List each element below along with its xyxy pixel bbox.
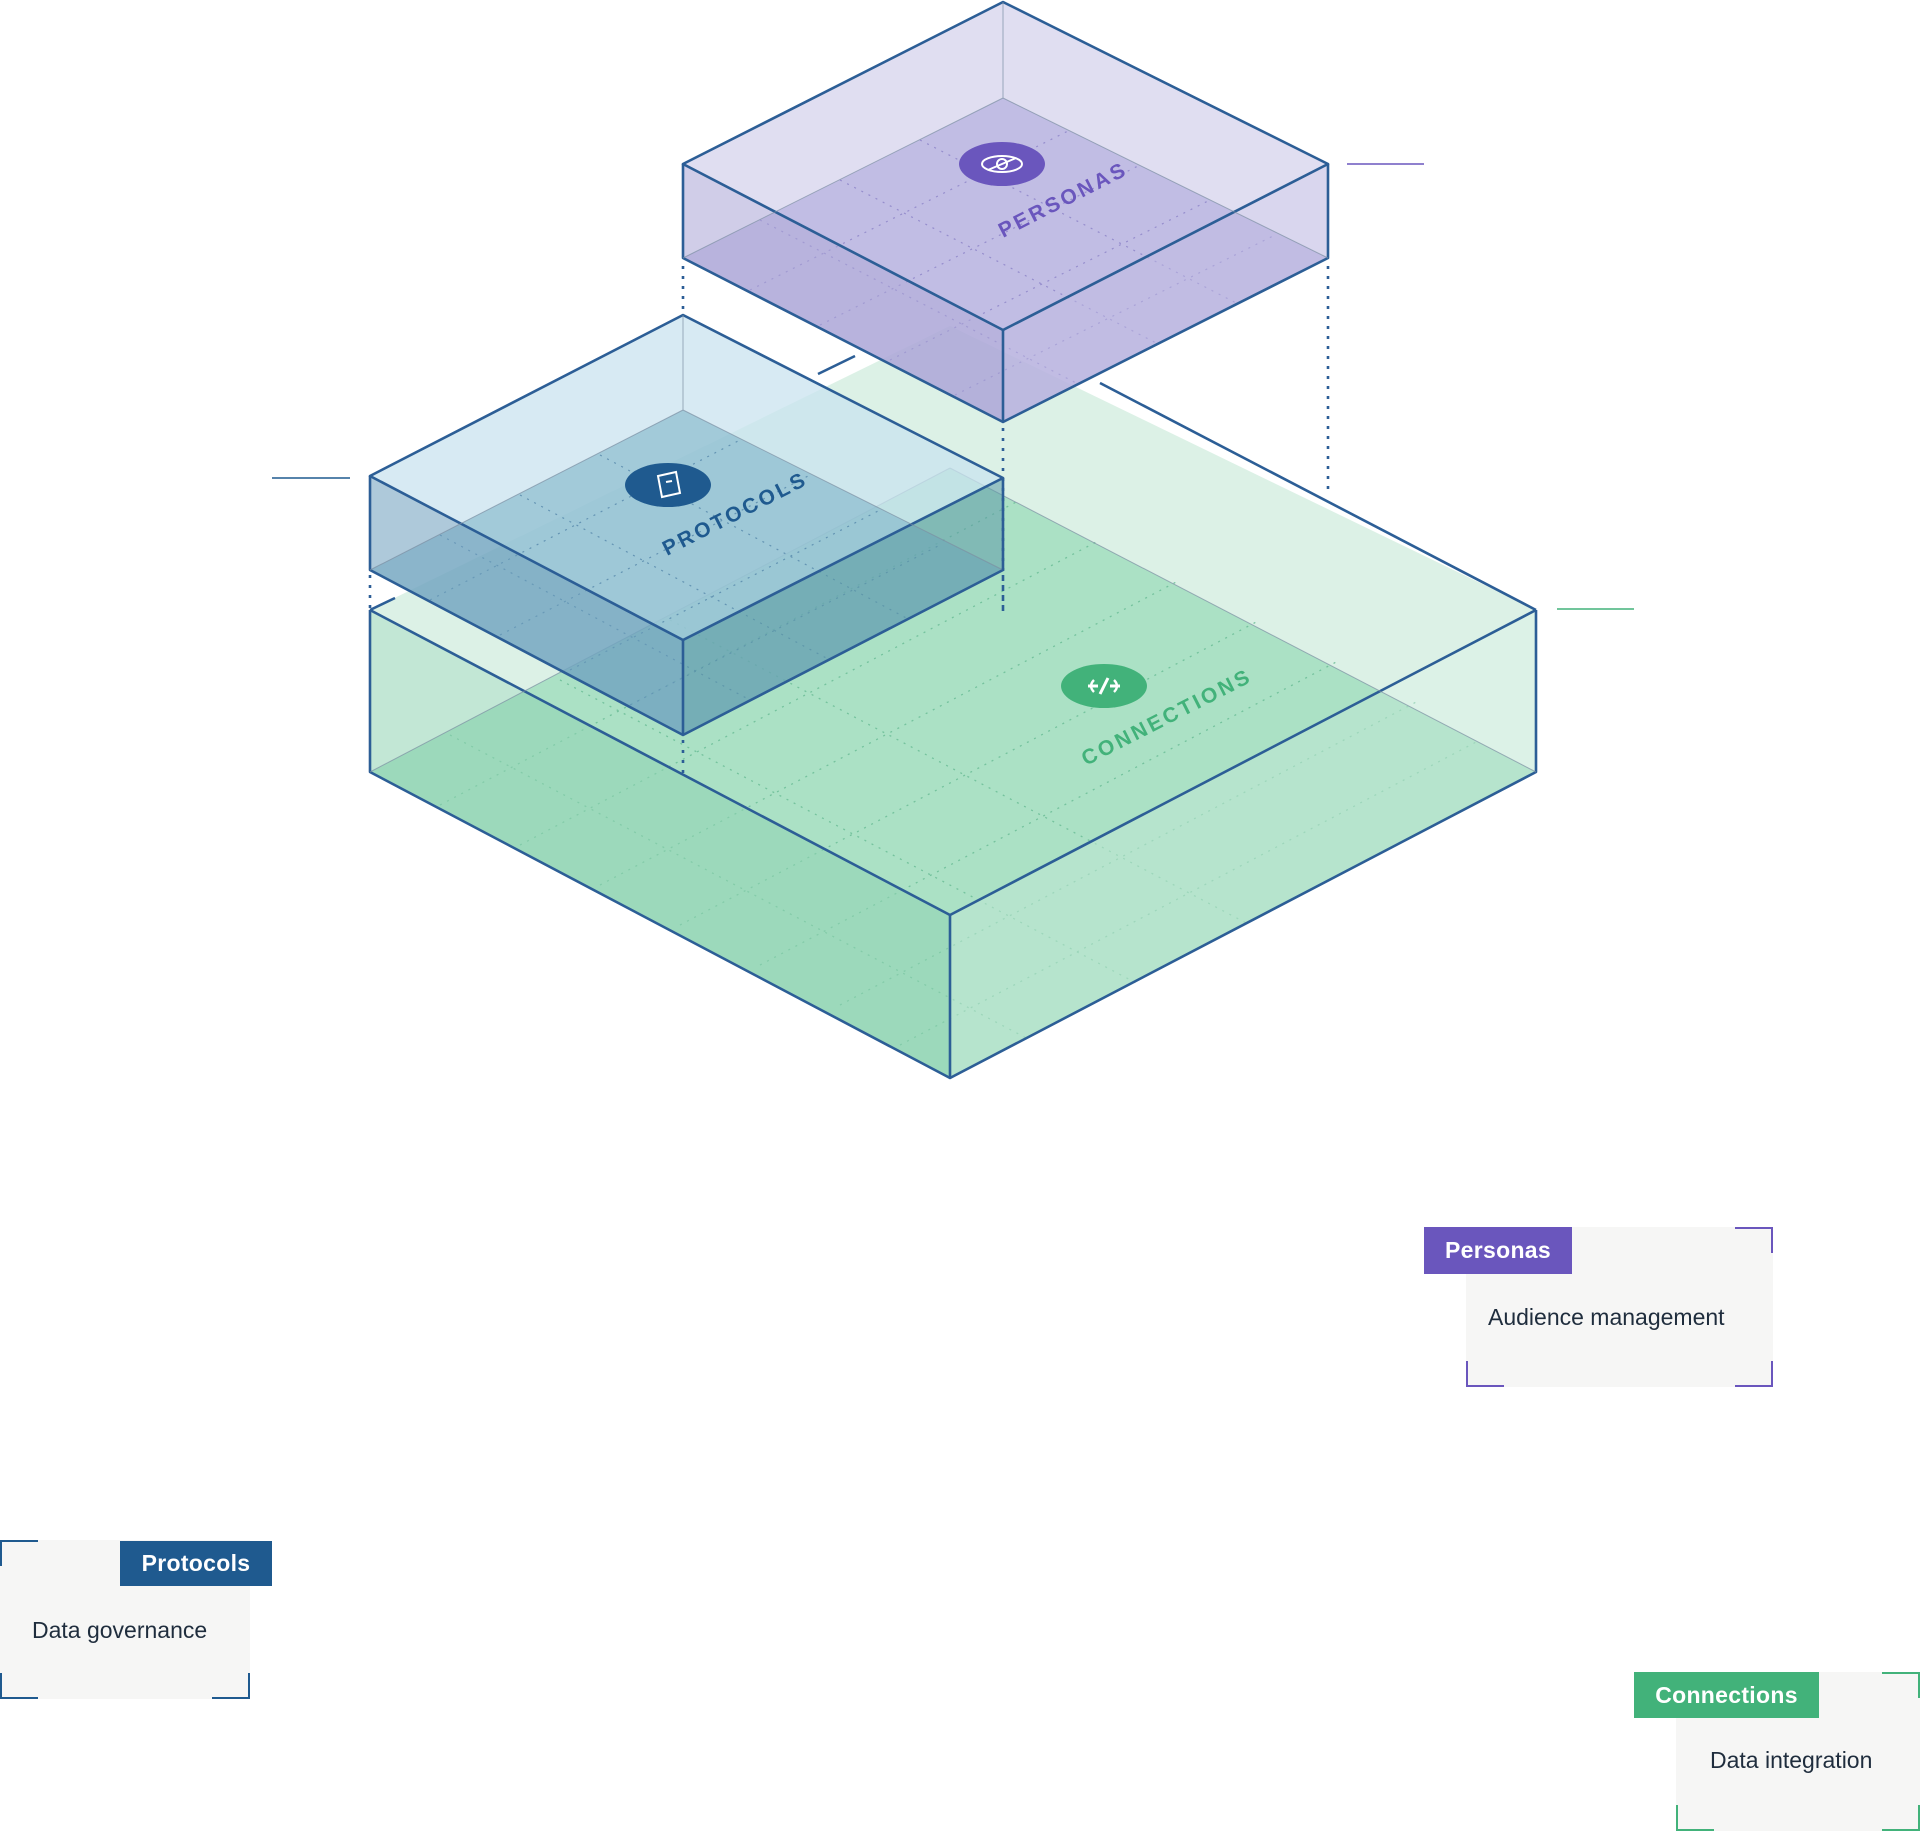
personas-bracket-bottom-left	[1466, 1361, 1504, 1387]
protocols-bracket-top-left	[0, 1540, 38, 1566]
protocols-description: Data governance	[32, 1617, 208, 1643]
personas-description: Audience management	[1488, 1304, 1725, 1330]
protocols-bracket-bottom-left	[0, 1673, 38, 1699]
protocols-tag: Protocols	[120, 1541, 272, 1586]
protocols-icon	[625, 463, 711, 507]
personas-tag: Personas	[1424, 1227, 1572, 1274]
connections-description: Data integration	[1710, 1747, 1873, 1773]
personas-bracket-bottom-right	[1735, 1361, 1773, 1387]
connections-icon	[1061, 664, 1147, 708]
protocols-bracket-bottom-right	[212, 1673, 250, 1699]
diagram-canvas: PERSONAS PROTOCOLS CONNECTIONS	[272, 0, 1634, 1080]
connections-bracket-top-right	[1882, 1672, 1920, 1698]
connections-bracket-bottom-right	[1882, 1805, 1920, 1831]
connections-bracket-bottom-left	[1676, 1805, 1714, 1831]
connections-tag: Connections	[1634, 1672, 1819, 1718]
personas-box	[681, 0, 1330, 612]
personas-bracket-top-right	[1735, 1227, 1773, 1253]
personas-icon	[959, 142, 1045, 186]
